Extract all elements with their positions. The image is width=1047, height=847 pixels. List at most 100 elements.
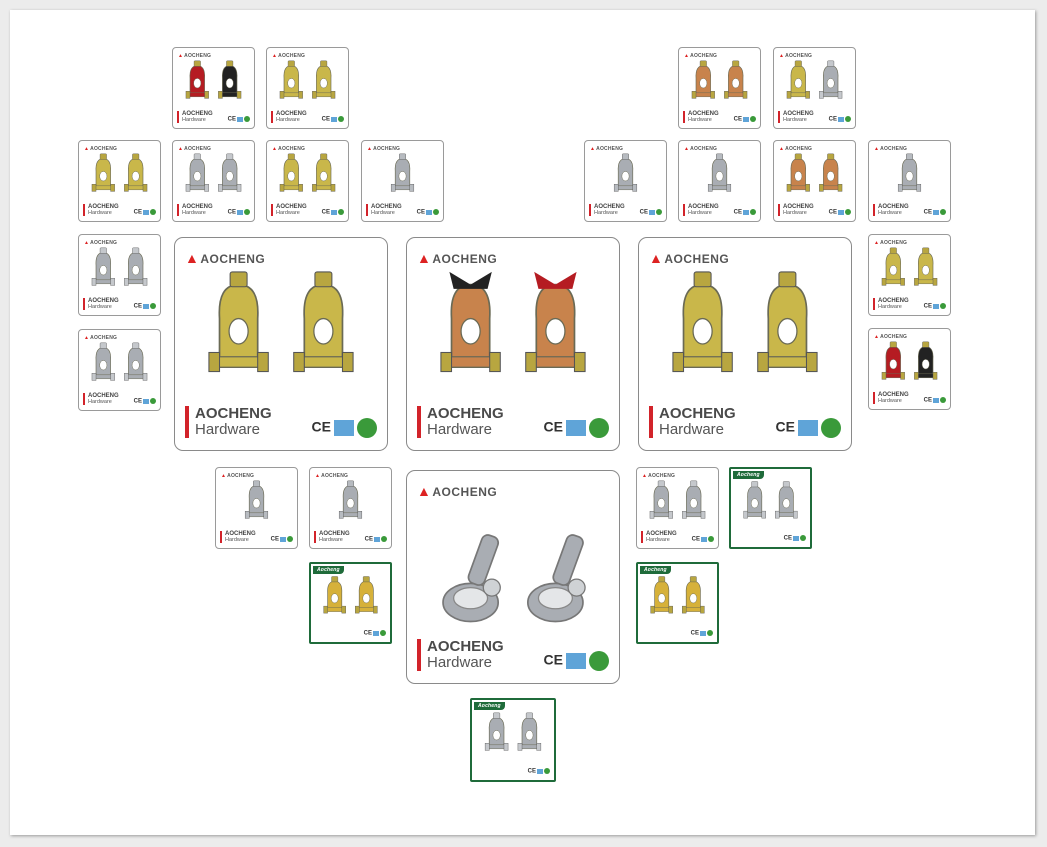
sgs-icon [933,397,939,403]
product-image [691,60,748,99]
certification-marks: CE [134,209,156,216]
brand-logo: ▲AOCHENG [367,146,401,152]
sgs-icon [743,209,749,215]
logo-triangle-icon: ▲ [779,53,785,59]
certification-marks: CE [544,418,609,438]
certification-marks: CE [134,303,156,310]
logo-triangle-icon: ▲ [272,53,278,59]
logo-triangle-icon: ▲ [272,146,278,152]
product-image [91,342,148,381]
logo-triangle-icon: ▲ [84,240,90,246]
logo-triangle-icon: ▲ [590,146,596,152]
certification-marks: CE [829,209,851,216]
brand-logo: ▲AOCHENG [779,53,813,59]
rohs-icon [357,418,377,438]
sgs-icon [566,653,586,669]
certification-marks: CE [544,651,609,671]
sgs-icon [237,116,243,122]
logo-triangle-icon: ▲ [417,250,432,266]
certification-marks: CE [228,209,250,216]
sgs-icon [374,536,380,542]
logo-triangle-icon: ▲ [642,473,648,479]
certification-marks: CE [322,116,344,123]
rohs-icon [800,535,806,542]
logo-triangle-icon: ▲ [178,146,184,152]
brand-logo: Aocheng [733,471,764,479]
sgs-icon [700,630,706,636]
brand-logo: ▲AOCHENG [185,250,266,266]
sgs-icon [331,116,337,122]
product-image [786,60,843,99]
rohs-icon [656,209,662,216]
brand-logo: Aocheng [474,702,505,710]
product-image [208,271,354,373]
brand-logo: ▲AOCHENG [417,483,498,499]
sgs-icon [798,420,818,436]
sgs-icon [649,209,655,215]
brand-logo: ▲AOCHENG [315,473,349,479]
product-image [91,153,148,192]
sgs-icon [237,209,243,215]
brand-logo: ▲AOCHENG [84,335,118,341]
rohs-icon [589,418,609,438]
product-image [323,576,378,614]
rohs-icon [244,116,250,123]
logo-triangle-icon: ▲ [84,146,90,152]
sgs-icon [537,768,543,774]
sgs-icon [838,209,844,215]
rohs-icon [708,536,714,543]
rohs-icon [940,397,946,404]
product-image [786,153,843,192]
rohs-icon [381,536,387,543]
rohs-icon [750,116,756,123]
brand-logo: ▲AOCHENG [590,146,624,152]
rohs-icon [845,116,851,123]
certification-marks: CE [134,398,156,405]
rohs-icon [544,768,550,775]
logo-triangle-icon: ▲ [874,240,880,246]
product-image [649,480,706,519]
brand-logo: ▲AOCHENG [272,146,306,152]
sgs-icon [143,209,149,215]
brand-logo: ▲AOCHENG [649,250,730,266]
brand-logo: ▲AOCHENG [642,473,676,479]
certification-marks: CE [365,536,387,543]
rohs-icon [750,209,756,216]
sgs-icon [280,536,286,542]
